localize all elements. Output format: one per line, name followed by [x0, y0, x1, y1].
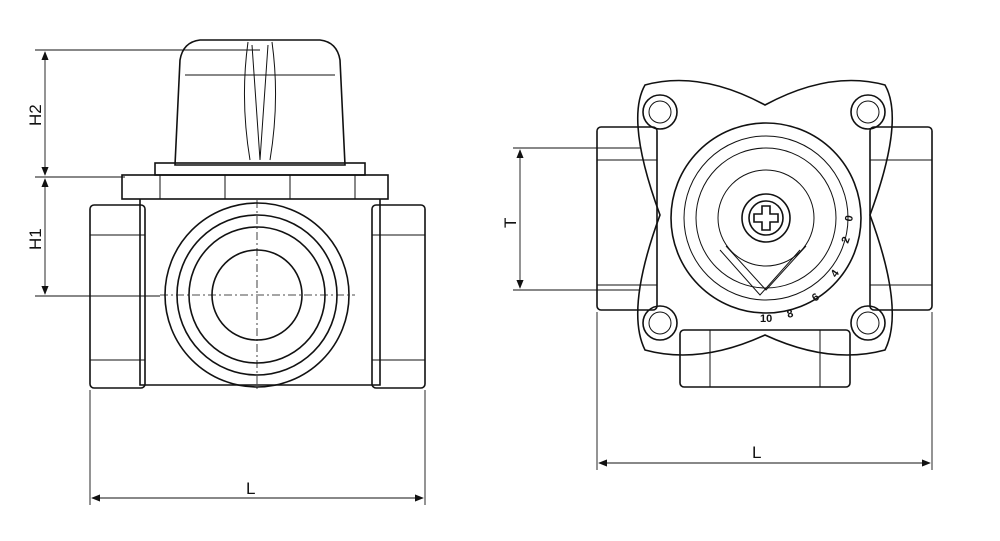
dial-mark-10: 10 [760, 313, 772, 325]
side-body [596, 126, 933, 388]
side-view: 0 2 4 6 8 10 T L [501, 79, 933, 470]
side-flange [636, 79, 894, 356]
dim-h1-label: H1 [26, 228, 45, 250]
dial-mark-2: 2 [840, 235, 853, 245]
side-dimensions: T L [501, 147, 933, 470]
valve-body [89, 199, 426, 390]
dim-l-label-side: L [752, 443, 761, 462]
dial-mark-8: 8 [786, 308, 795, 321]
valve-flange [121, 174, 389, 200]
front-view: H2 H1 L [26, 39, 426, 505]
dial-mark-6: 6 [810, 291, 822, 304]
screw-cross-icon [753, 205, 779, 231]
dim-l-label: L [246, 479, 255, 498]
dial-mark-0: 0 [843, 214, 856, 222]
front-dimensions: H2 H1 L [26, 49, 426, 505]
dim-h2-label: H2 [26, 104, 45, 126]
actuator-knob [154, 39, 366, 176]
adjustment-dial: 0 2 4 6 8 10 [670, 122, 862, 325]
dim-t-label: T [501, 218, 520, 228]
